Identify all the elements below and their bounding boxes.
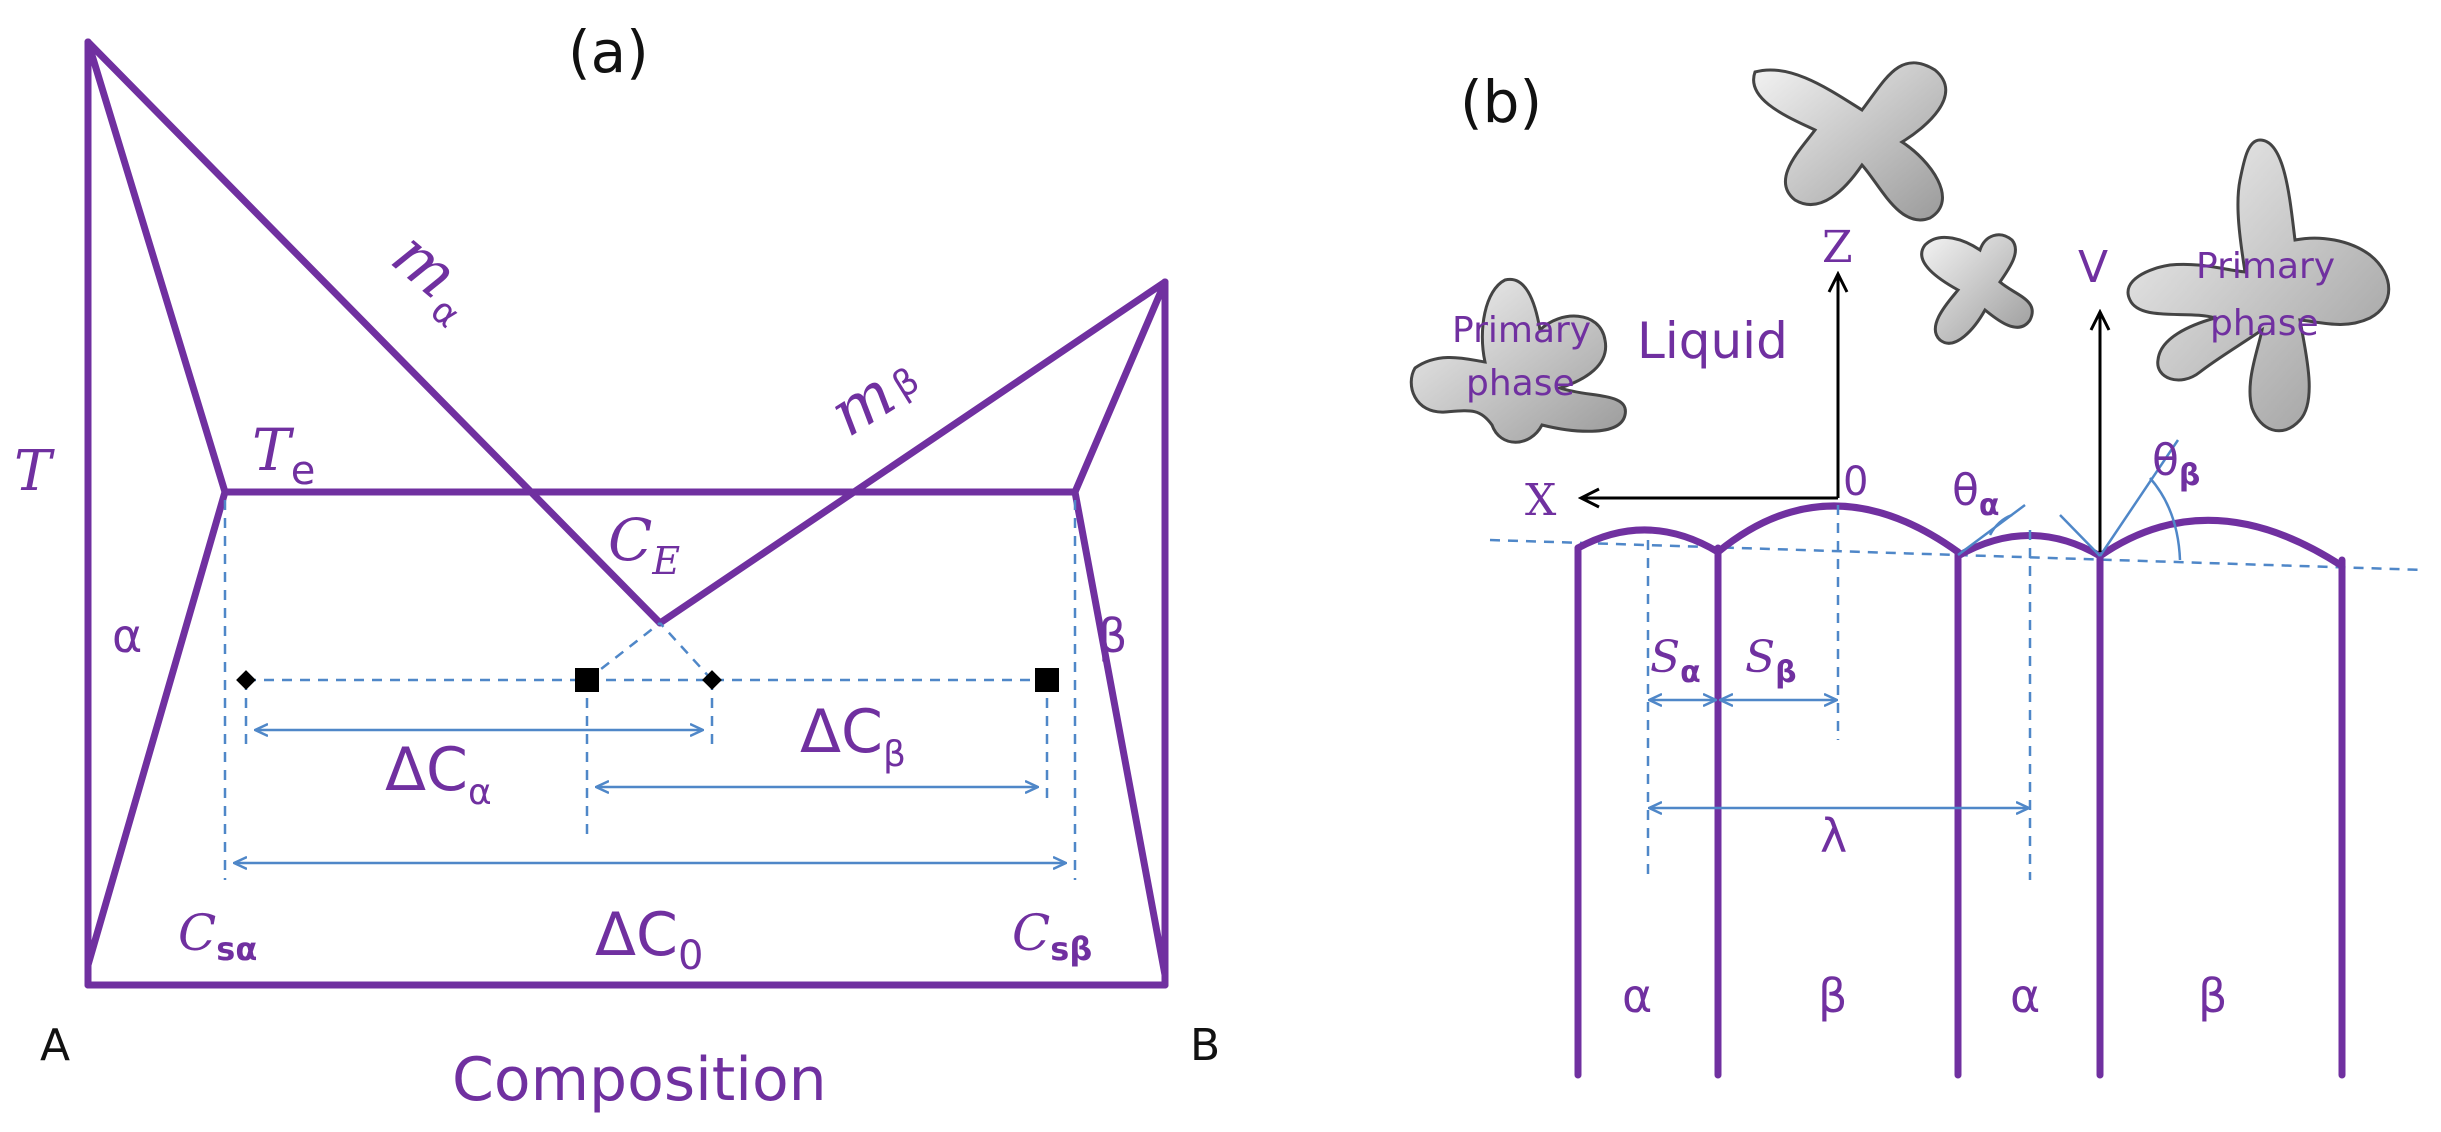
dendrite-center-icon <box>1920 233 2034 345</box>
guide-ce-left <box>586 622 661 681</box>
m-alpha-label: mα <box>373 218 493 337</box>
v-axis-label: V <box>2078 242 2108 293</box>
diamond-marker-left <box>236 670 256 690</box>
cs-beta-label: Csβ <box>1012 904 1092 968</box>
m-beta-label: mβ <box>817 341 932 451</box>
liquidus-alpha <box>84 38 664 627</box>
theta-beta-arc <box>2149 477 2182 561</box>
square-marker-right <box>1035 668 1059 692</box>
delta-c-alpha-label: ΔCα <box>385 735 492 813</box>
interface-alpha-1 <box>1574 526 1722 556</box>
primary-phase-right-line-1: Primary <box>2196 246 2335 287</box>
temperature-axis-label: T <box>14 439 55 504</box>
delta-c0-label: ΔC0 <box>595 900 703 979</box>
solidus-alpha-lower <box>84 488 229 969</box>
dendrite-top-left-icon <box>1752 61 1948 222</box>
phase-label-3: α <box>2010 969 2040 1023</box>
panel-b-label: (b) <box>1460 68 1542 136</box>
primary-phase-left-line-2: phase <box>1466 363 1575 404</box>
phase-label-4: β <box>2198 969 2227 1023</box>
liquidus-beta <box>656 278 1169 627</box>
origin-label: 0 <box>1843 459 1868 505</box>
composition-axis-label: Composition <box>452 1045 827 1115</box>
delta-c-beta-label: ΔCβ <box>800 697 906 775</box>
diamond-marker-mid <box>702 670 722 690</box>
z-axis-label: Z <box>1822 222 1853 273</box>
tangent-beta <box>2098 439 2180 557</box>
solidus-beta-lower <box>1071 488 1169 979</box>
square-marker-left <box>575 668 599 692</box>
phase-label-1: α <box>1622 969 1652 1023</box>
interface-beta-2 <box>2096 516 2346 570</box>
theta-beta-label: θβ <box>2152 435 2200 493</box>
beta-region-label: β <box>1098 609 1127 663</box>
phase-diagram: (a) T Composition A B α β Te CE mα mβ ΔC… <box>14 18 1220 1115</box>
lambda-label: λ <box>1820 809 1847 863</box>
liquid-label: Liquid <box>1637 312 1788 370</box>
interface-reference-line <box>1489 538 2426 572</box>
phase-label-2: β <box>1818 969 1847 1023</box>
interface-beta-1 <box>1714 502 1962 556</box>
guide-ce-right <box>659 622 713 681</box>
x-axis-label: X <box>1525 475 1557 526</box>
corner-a-label: A <box>40 1020 70 1071</box>
te-label: Te <box>252 416 315 494</box>
theta-alpha-label: θα <box>1952 465 2000 523</box>
tangent-alpha-2 <box>2059 514 2101 557</box>
theta-alpha-arc <box>1988 513 2013 536</box>
cs-alpha-label: Csα <box>178 904 257 968</box>
lamellar-growth-diagram: (b) <box>1409 61 2426 1079</box>
solidus-alpha-upper <box>84 38 229 496</box>
corner-b-label: B <box>1190 1020 1220 1071</box>
panel-a-label: (a) <box>568 18 649 86</box>
tangent-alpha <box>1957 503 2026 557</box>
solidus-beta-upper <box>1071 278 1169 496</box>
alpha-region-label: α <box>112 609 142 663</box>
s-alpha-label: Sα <box>1650 632 1701 690</box>
primary-phase-right-line-2: phase <box>2210 303 2319 344</box>
s-beta-label: Sβ <box>1745 632 1797 690</box>
ce-label: CE <box>608 506 680 583</box>
dendrite-left-icon <box>1409 277 1627 444</box>
dendrite-right-icon <box>2126 138 2391 433</box>
primary-phase-left-line-1: Primary <box>1452 310 1591 351</box>
